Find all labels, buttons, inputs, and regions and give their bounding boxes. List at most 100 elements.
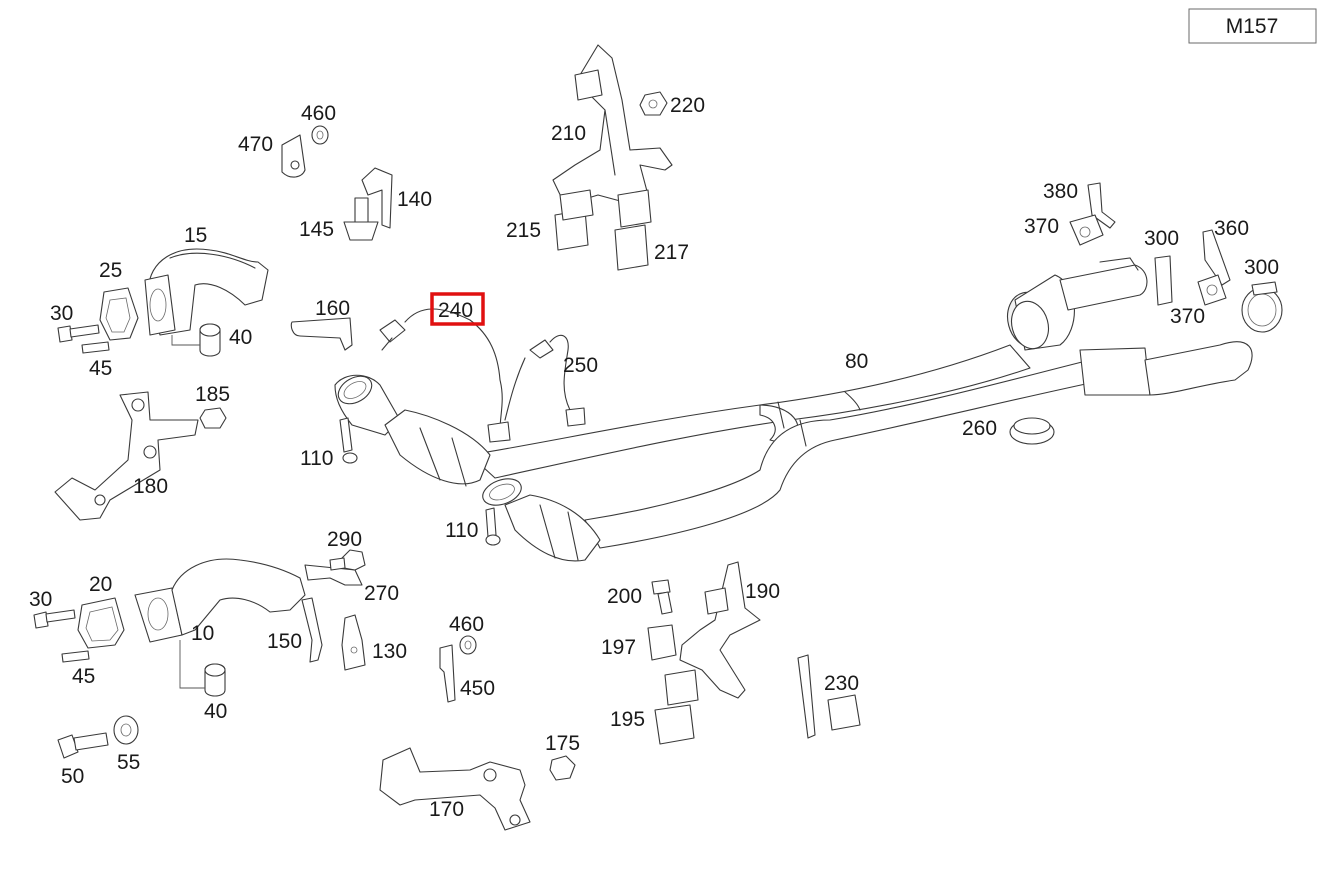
label-220[interactable]: 220 [670,94,705,117]
label-380[interactable]: 380 [1043,180,1078,203]
label-45-top[interactable]: 45 [89,357,112,380]
bracket-230[interactable] [797,654,861,739]
label-145[interactable]: 145 [299,218,334,241]
label-140[interactable]: 140 [397,188,432,211]
label-460-top[interactable]: 460 [301,102,336,125]
bracket-190[interactable] [679,561,761,699]
label-217[interactable]: 217 [654,241,689,264]
label-40-top[interactable]: 40 [229,326,252,349]
catalytic-converter-lower[interactable] [479,474,601,562]
label-370-bottom[interactable]: 370 [1170,305,1205,328]
stud-45-bottom[interactable] [61,650,90,663]
label-110-mid[interactable]: 110 [445,519,478,542]
bracket-180[interactable] [54,391,199,521]
label-190[interactable]: 190 [745,580,780,603]
bracket-170[interactable] [379,747,531,831]
bolt-145[interactable] [343,197,379,241]
label-460-bottom[interactable]: 460 [449,613,484,636]
label-15[interactable]: 15 [184,224,207,247]
label-185[interactable]: 185 [195,383,230,406]
label-290[interactable]: 290 [327,528,362,551]
nut-40-top[interactable] [199,323,221,357]
label-175[interactable]: 175 [545,732,580,755]
model-code-box: M157 [1188,8,1317,44]
bolt-30-top[interactable] [57,324,100,343]
bolt-200[interactable] [651,579,673,615]
label-240[interactable]: 240 [438,299,473,322]
bracket-450[interactable] [439,644,456,703]
bracket-140[interactable] [361,167,393,229]
bracket-360[interactable] [1202,229,1231,286]
exhaust-pipe-80[interactable] [469,257,1253,549]
connector-217[interactable] [614,189,652,271]
gasket-25[interactable] [99,287,139,341]
label-50[interactable]: 50 [61,765,84,788]
exhaust-manifold-15[interactable] [144,248,269,336]
label-260[interactable]: 260 [962,417,997,440]
bolt-110-mid[interactable] [485,507,501,546]
label-150[interactable]: 150 [267,630,302,653]
label-30-bottom[interactable]: 30 [29,588,52,611]
bolt-290[interactable] [329,549,366,571]
model-code: M157 [1226,15,1279,38]
stud-45-top[interactable] [81,341,110,354]
label-370-top[interactable]: 370 [1024,215,1059,238]
nut-460-top[interactable] [311,125,329,145]
label-250[interactable]: 250 [563,354,598,377]
highlight-box-240 [430,292,485,326]
label-25[interactable]: 25 [99,259,122,282]
label-30-top[interactable]: 30 [50,302,73,325]
label-197[interactable]: 197 [601,636,636,659]
connector-197[interactable] [647,624,677,661]
label-210[interactable]: 210 [551,122,586,145]
label-170[interactable]: 170 [429,798,464,821]
washer-55[interactable] [113,715,139,745]
part-labels: 470 460 140 145 210 220 215 217 15 25 30… [29,94,1279,821]
oxygen-sensor-240[interactable] [379,308,511,443]
label-180[interactable]: 180 [133,475,168,498]
oxygen-sensor-250[interactable] [504,334,586,427]
label-55[interactable]: 55 [117,751,140,774]
connector-215[interactable] [554,189,594,251]
label-450[interactable]: 450 [460,677,495,700]
bracket-150[interactable] [301,597,323,663]
bracket-160[interactable] [290,317,353,351]
exhaust-manifold-10[interactable] [134,558,306,643]
label-110-left[interactable]: 110 [300,447,333,470]
label-45-bottom[interactable]: 45 [72,665,95,688]
nut-185[interactable] [199,407,227,429]
grommet-260[interactable] [1009,417,1055,445]
label-300-mid[interactable]: 300 [1144,227,1179,250]
bracket-470[interactable] [281,134,306,178]
rubber-mount-370-right[interactable] [1197,274,1227,306]
label-130[interactable]: 130 [372,640,407,663]
label-20[interactable]: 20 [89,573,112,596]
bracket-130[interactable] [341,614,366,671]
label-40-bottom[interactable]: 40 [204,700,227,723]
nut-40-bottom[interactable] [204,663,226,697]
label-270[interactable]: 270 [364,582,399,605]
gasket-20[interactable] [77,597,125,649]
label-10[interactable]: 10 [191,622,214,645]
bolt-110-left[interactable] [339,417,358,464]
connector-195[interactable] [654,669,699,745]
label-80[interactable]: 80 [845,350,868,373]
label-470[interactable]: 470 [238,133,273,156]
rubber-mount-370-top[interactable] [1069,214,1104,246]
label-215[interactable]: 215 [506,219,541,242]
nut-220[interactable] [639,91,668,116]
label-360[interactable]: 360 [1214,217,1249,240]
nut-175[interactable] [549,755,576,781]
label-200[interactable]: 200 [607,585,642,608]
label-300-right[interactable]: 300 [1244,256,1279,279]
clamp-300-mid[interactable] [1154,255,1173,306]
label-230[interactable]: 230 [824,672,859,695]
catalytic-converter-upper[interactable] [333,371,491,487]
clamp-300-right[interactable] [1241,281,1283,333]
bolt-30-bottom[interactable] [33,609,76,629]
label-160[interactable]: 160 [315,297,350,320]
bolt-50[interactable] [57,732,109,759]
label-195[interactable]: 195 [610,708,645,731]
nut-460-bottom[interactable] [459,635,477,655]
